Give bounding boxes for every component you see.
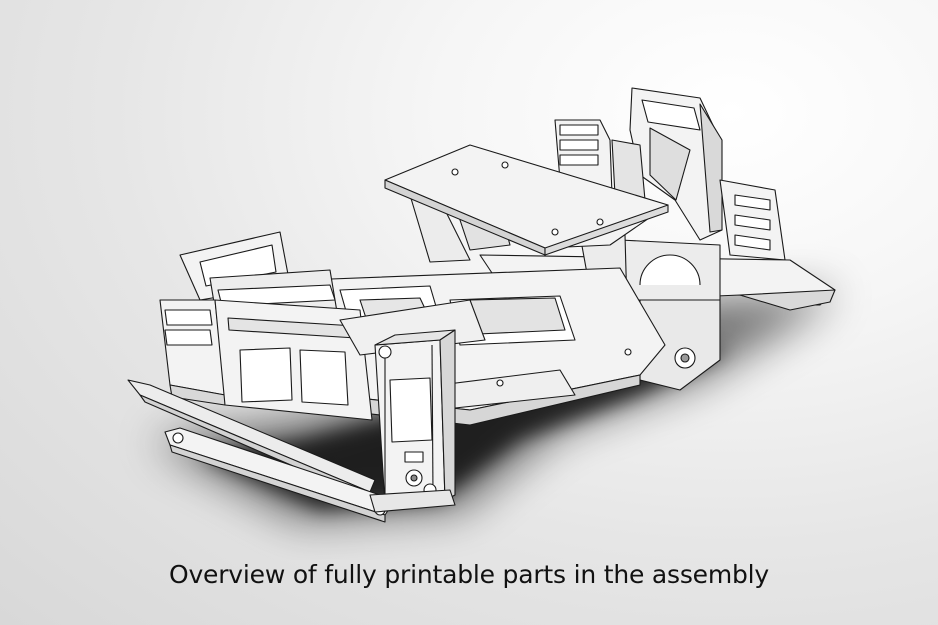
front-cabin — [159, 231, 486, 421]
assembly-render — [127, 87, 840, 523]
figure-caption: Overview of fully printable parts in the… — [168, 560, 770, 589]
front-column — [369, 329, 456, 513]
chassis-assembly-drawing — [127, 87, 840, 523]
rear-tower — [554, 87, 786, 261]
